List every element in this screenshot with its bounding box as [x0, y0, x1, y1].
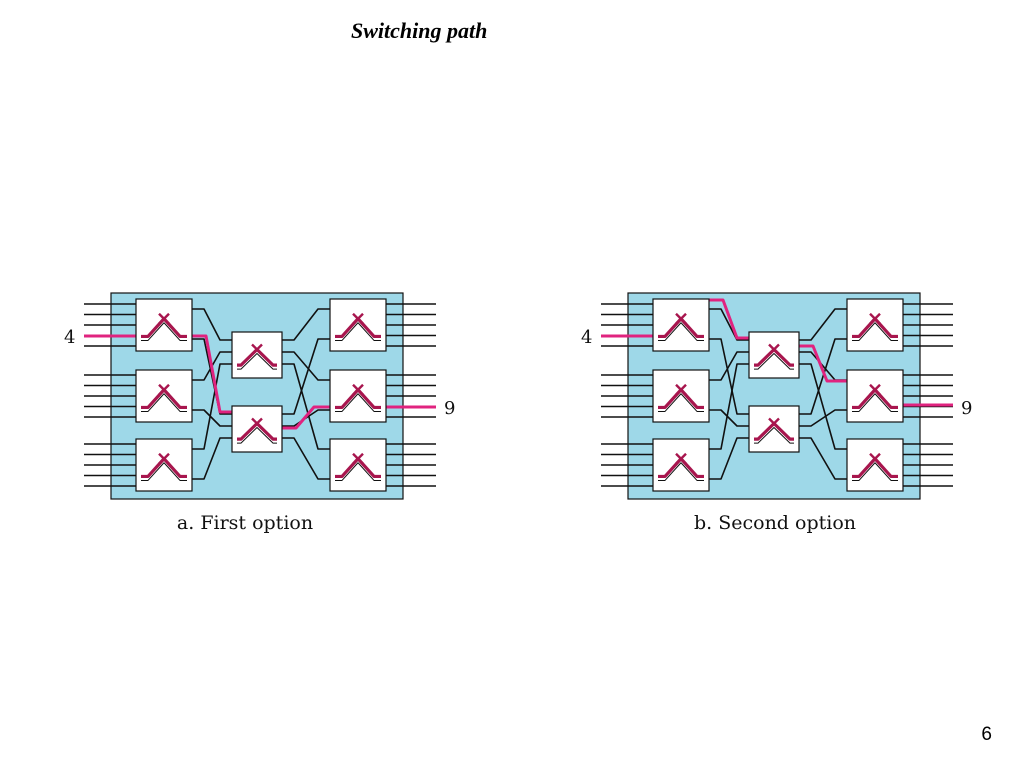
- switching-path: [709, 298, 749, 340]
- interstage-link: [192, 409, 232, 427]
- crosspoint-x: [158, 383, 170, 396]
- interstage-link: [192, 437, 232, 480]
- interstage-link: [282, 308, 330, 341]
- crosspoint-outline: [237, 426, 277, 444]
- crosspoint-x: [352, 312, 364, 325]
- switch-box: [231, 331, 283, 379]
- interstage-link: [282, 351, 330, 381]
- third-stage-switch: [329, 298, 387, 352]
- crosspoint-x: [251, 343, 263, 356]
- crosspoint-x: [675, 312, 687, 325]
- crosspoint-outline: [335, 393, 381, 412]
- interstage-link: [709, 363, 749, 450]
- crosspoint-outline: [658, 462, 704, 481]
- crosspoint-x: [869, 452, 881, 465]
- interstage-link: [799, 363, 847, 450]
- crosspoint-outline: [658, 322, 704, 341]
- slide-title: Switching path: [351, 18, 488, 43]
- crosspoint-x: [675, 452, 687, 465]
- interstage-link: [799, 437, 847, 480]
- interstage-link: [709, 308, 749, 341]
- interstage-link: [709, 437, 749, 480]
- interstage-link: [709, 409, 749, 427]
- crosspoint-x: [675, 383, 687, 396]
- crosspoint-outline: [335, 462, 381, 481]
- crosspoint-outline: [852, 462, 898, 481]
- crosspoint-outline: [141, 322, 187, 341]
- first-stage-switch: [652, 369, 710, 423]
- crosspoint-outline: [658, 393, 704, 412]
- third-stage-switch: [846, 369, 904, 423]
- input-label: 4: [64, 327, 75, 348]
- crosspoint-outline: [141, 393, 187, 412]
- crosspoint-x: [158, 452, 170, 465]
- crosspoint-x: [352, 383, 364, 396]
- interstage-link: [709, 351, 749, 381]
- crosspoint-outline: [754, 352, 794, 370]
- switch-box: [135, 298, 193, 352]
- switch-box: [135, 369, 193, 423]
- output-label: 9: [444, 398, 455, 419]
- crosspoint-x: [768, 343, 780, 356]
- crosspoint-outline: [852, 393, 898, 412]
- switch-box: [846, 438, 904, 492]
- switch-box: [652, 298, 710, 352]
- output-label: 9: [961, 398, 972, 419]
- switching-path: [799, 344, 847, 383]
- first-stage-switch: [652, 438, 710, 492]
- middle-stage-switch: [231, 331, 283, 379]
- switch-box: [329, 298, 387, 352]
- switch-box: [329, 438, 387, 492]
- third-stage-switch: [846, 298, 904, 352]
- diagram-second-option: 49: [581, 292, 972, 500]
- crosspoint-x: [869, 383, 881, 396]
- interstage-link: [282, 338, 330, 415]
- crosspoint-x: [768, 417, 780, 430]
- switch-box: [135, 438, 193, 492]
- switching-path: [282, 405, 330, 430]
- interstage-link: [799, 409, 847, 427]
- crosspoint-outline: [335, 322, 381, 341]
- caption-first-option: a. First option: [176, 512, 314, 534]
- interstage-link: [282, 437, 330, 480]
- switch-box: [748, 405, 800, 453]
- switch-box: [652, 369, 710, 423]
- switching-path: [192, 334, 232, 414]
- middle-stage-switch: [231, 405, 283, 453]
- interstage-link: [282, 363, 330, 450]
- crosspoint-outline: [141, 462, 187, 481]
- crosspoint-x: [251, 417, 263, 430]
- first-stage-switch: [135, 369, 193, 423]
- crosspoint-x: [158, 312, 170, 325]
- first-stage-switch: [135, 298, 193, 352]
- third-stage-switch: [329, 438, 387, 492]
- diagram-first-option: 49: [64, 292, 455, 500]
- crosspoint-x: [869, 312, 881, 325]
- interstage-link: [192, 308, 232, 341]
- crosspoint-outline: [852, 322, 898, 341]
- third-stage-switch: [846, 438, 904, 492]
- crosspoint-outline: [237, 352, 277, 370]
- switch-box: [846, 298, 904, 352]
- switch-box: [748, 331, 800, 379]
- switch-box: [231, 405, 283, 453]
- middle-stage-switch: [748, 405, 800, 453]
- switch-box: [846, 369, 904, 423]
- interstage-link: [799, 308, 847, 341]
- caption-second-option: b. Second option: [693, 512, 856, 534]
- crosspoint-outline: [754, 426, 794, 444]
- switch-box: [329, 369, 387, 423]
- interstage-link: [799, 338, 847, 415]
- first-stage-switch: [135, 438, 193, 492]
- switch-box: [652, 438, 710, 492]
- interstage-link: [709, 338, 749, 415]
- page-number: 6: [981, 724, 992, 745]
- first-stage-switch: [652, 298, 710, 352]
- crosspoint-x: [352, 452, 364, 465]
- middle-stage-switch: [748, 331, 800, 379]
- input-label: 4: [581, 327, 592, 348]
- third-stage-switch: [329, 369, 387, 423]
- interstage-link: [192, 363, 232, 450]
